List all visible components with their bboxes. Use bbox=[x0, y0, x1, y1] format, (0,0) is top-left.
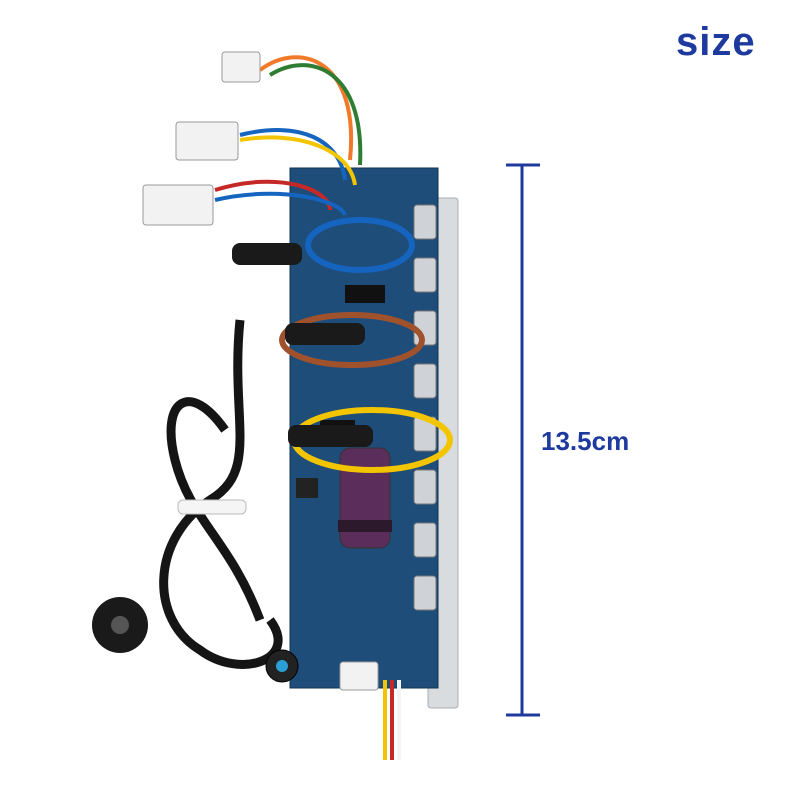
size-heading: size bbox=[676, 20, 756, 64]
mosfet-row bbox=[413, 204, 437, 611]
dimension-label: 13.5cm bbox=[541, 426, 630, 456]
black-cable bbox=[159, 319, 283, 669]
capacitor bbox=[339, 447, 391, 549]
phase-connector bbox=[285, 323, 365, 345]
brown-wire-loop bbox=[279, 312, 425, 368]
white-connector bbox=[221, 51, 261, 83]
zip-tie bbox=[177, 499, 247, 515]
chip bbox=[345, 285, 385, 303]
chip bbox=[296, 478, 318, 498]
white-connector bbox=[175, 121, 239, 161]
white-connector bbox=[142, 184, 214, 226]
capacitor-band bbox=[338, 520, 392, 532]
phase-connector bbox=[232, 243, 302, 265]
phase-connector bbox=[288, 425, 373, 447]
blue-wire-loop bbox=[305, 217, 415, 273]
white-connector bbox=[339, 661, 379, 691]
